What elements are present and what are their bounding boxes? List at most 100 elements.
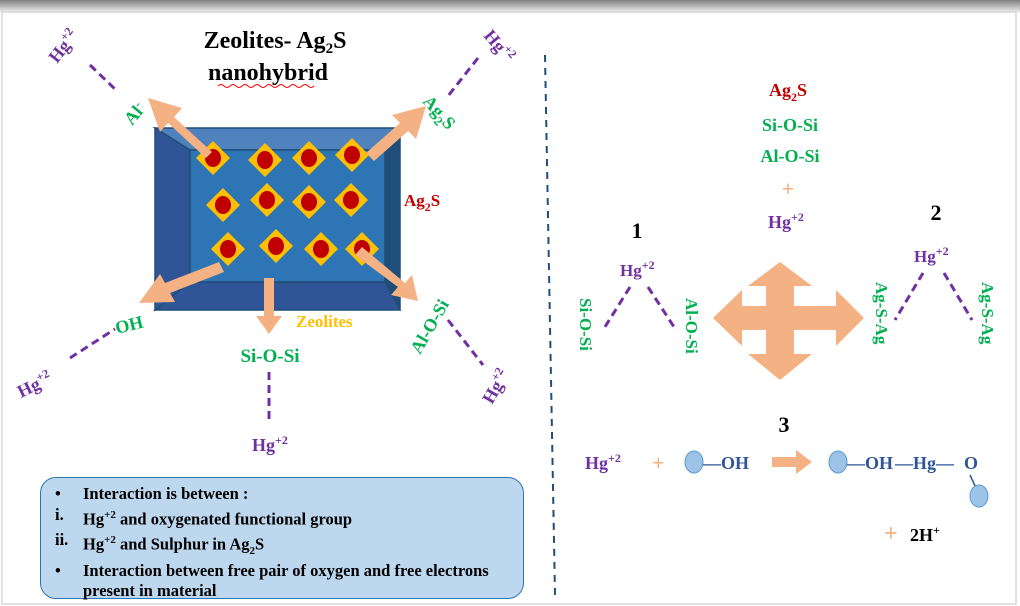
left-hg-top-right: Hg+2 Ag2S [419,24,520,134]
protons-released: 2H+ [910,523,940,545]
note-line-1: • Interaction is between : [55,484,511,505]
ag2s-nanoparticle [259,191,275,209]
ag2s-particle [248,143,282,177]
bond-top-left [88,63,120,94]
frame-top-shadow [0,0,1020,14]
ag2s-particle [304,232,338,266]
ag2s-particle [250,183,284,217]
left-hg-top-left: Hg+2 Al- [43,25,149,129]
note-text: Hg+2 and Sulphur in Ag2S [83,533,265,557]
ag2s-particle [292,141,326,175]
arrow-down-right [355,247,418,301]
note-numeral: ii. [55,529,69,549]
cube-arrows [139,98,426,334]
ag2s-nanoparticle [301,193,317,211]
ag2s-nanoparticle [257,151,273,169]
hg-ion-bottom-left: Hg+2 [13,366,55,401]
mechanism-number-3: 3 [779,412,790,437]
bond-site2-left [893,272,925,321]
al-o-si-site1: Al-O-Si [682,298,701,354]
mechanism-number-1: 1 [632,218,643,243]
ag2s-nanoparticle [313,240,329,258]
note-bullet: • [55,484,61,503]
ag2s-nanoparticle [220,240,236,258]
plus-sign-protons: + [884,521,898,547]
al-site-label: Al- [118,97,149,128]
ag2s-particle [211,232,245,266]
left-hg-bottom-left: OH Hg+2 [13,312,145,402]
ag2s-label-right: Ag2S [769,80,807,104]
note-line-2: i. Hg+2 and oxygenated functional group [55,505,511,530]
ag2s-particle [206,188,240,222]
si-o-si-label-left: Si-O-Si [240,346,299,367]
cube-bottom-face [152,281,402,311]
surface-sphere-bound [969,484,989,508]
arrow-up-left [148,98,212,158]
arrow-up-right [366,106,426,161]
note-line-3: ii. Hg+2 and Sulphur in Ag2S [55,530,511,561]
note-line-4: • Interaction between free pair of oxyge… [55,561,511,602]
mechanism-2: Hg+2 Ag-S-Ag Ag-S-Ag [872,244,997,345]
bond-bottom-right [446,319,485,366]
left-hg-bottom-right: Al-O-Si Hg+2 [406,296,513,407]
zeolites-label: Zeolites [296,312,353,331]
reaction-arrow [772,450,812,474]
hg-ion-reactant: Hg+2 [585,451,621,473]
bond-top-right [446,57,480,97]
ag2s-nanoparticle [268,237,284,255]
four-way-arrow [713,262,864,380]
surface-sphere-product [828,450,848,474]
note-text: Interaction between free pair of oxygen … [83,560,489,601]
oh-label: OH [113,312,145,338]
bond-site2-right [942,272,974,321]
ag2s-particle [335,138,369,172]
note-numeral: i. [55,504,64,524]
ag2s-particle [334,183,368,217]
arrow-down [256,278,282,334]
ag-s-ag-site2-right: Ag-S-Ag [978,282,997,345]
hg-bond-product: —Hg— [894,453,955,473]
hg-ion-bottom: Hg+2 [252,433,288,455]
hg-ion-center: Hg+2 [768,210,804,232]
frame-border [1,11,1017,605]
oh-group-reactant: —OH [702,453,749,473]
plus-sign-top: + [782,176,795,201]
diagram-title-line1: Zeolites- Ag2S [204,28,347,57]
note-text: Interaction is between : [83,484,249,503]
ag-s-ag-site2-left: Ag-S-Ag [872,282,891,345]
al-o-si-label-left: Al-O-Si [406,296,453,357]
al-o-si-label-right: Al-O-Si [760,146,819,166]
mechanism-1: Hg+2 Si-O-Si Al-O-Si [576,258,701,354]
arrow-down-left [139,262,224,303]
bond-site1-right [646,286,678,331]
oh-group-product: —OH [846,453,893,473]
hg-ion-site1: Hg+2 [620,258,655,280]
bond-bottom-left [69,327,116,360]
mechanism-number-2: 2 [931,200,942,225]
note-bullet: • [55,560,61,580]
ag2s-nanoparticle [343,191,359,209]
ag2s-particle [259,229,293,263]
ag2s-nanoparticle [215,196,231,214]
interaction-notes-box: • Interaction is between : i. Hg+2 and o… [40,477,524,602]
spellcheck-underline [217,84,315,88]
ag2s-side-label: Ag2S [404,191,440,214]
diagram-title-line2: nanohybrid [208,60,329,86]
hg-ion-top-right: Hg+2 [480,24,520,66]
o-atom-product: O [964,453,978,473]
surface-sphere-reactant [684,450,704,474]
ag2s-particle [292,185,326,219]
divider-line [544,54,556,596]
note-text: Hg+2 and oxygenated functional group [83,508,353,529]
hg-ion-top-left: Hg+2 [43,25,82,67]
hg-ion-bottom-right: Hg+2 [476,365,513,407]
bond-site1-left [601,286,632,331]
si-o-si-label-right: Si-O-Si [762,115,818,135]
ag2s-nanoparticle [344,146,360,164]
plus-sign-reaction: + [652,450,665,475]
ag2s-nanoparticle [301,149,317,167]
hg-ion-site2: Hg+2 [914,244,949,266]
si-o-si-site1: Si-O-Si [576,298,595,351]
